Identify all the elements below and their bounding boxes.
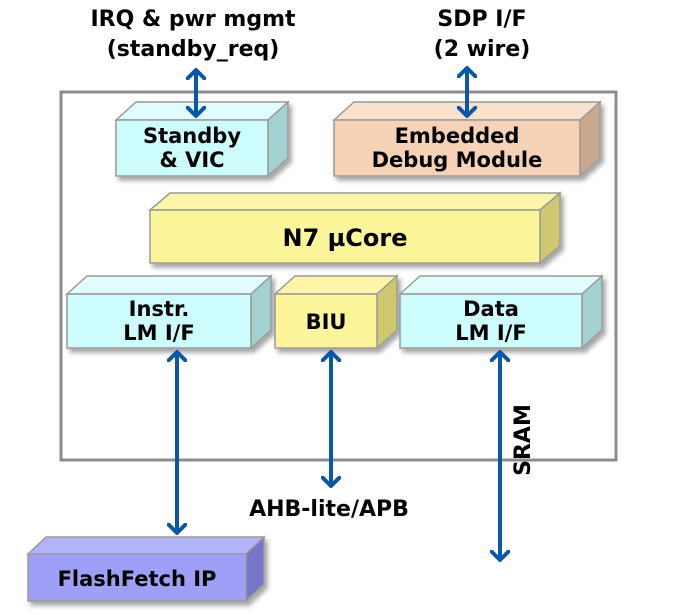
sdp-label-line1: SDP I/F (437, 7, 526, 32)
instr-lm-if-label-line2: LM I/F (123, 321, 194, 345)
ahb-apb-label: AHB-lite/APB (249, 497, 409, 522)
flashfetch-ip-label: FlashFetch IP (58, 567, 217, 591)
n7-ucore-label: N7 µCore (282, 224, 407, 252)
debug-module-label-line2: Debug Module (372, 148, 543, 172)
biu-label: BIU (306, 310, 347, 334)
sdp-label-line2: (2 wire) (434, 37, 531, 62)
standby-vic-label-line1: Standby (143, 124, 241, 148)
n7-ucore-block (147, 191, 563, 265)
biu-block (273, 274, 399, 350)
instr-lm-if-block (65, 274, 273, 350)
irq-label-line2: (standby_req) (107, 37, 280, 62)
data-lm-if-block (398, 274, 604, 350)
instr-lm-if-label-line1: Instr. (129, 297, 190, 321)
debug-module-block (332, 100, 602, 178)
sram-label: SRAM (511, 404, 536, 476)
irq-label-line1: IRQ & pwr mgmt (90, 7, 296, 32)
standby-vic-label-line2: & VIC (159, 148, 224, 172)
debug-module-label-line1: Embedded (395, 124, 520, 148)
data-lm-if-label-line1: Data (463, 297, 519, 321)
data-lm-if-label-line2: LM I/F (455, 321, 526, 345)
flashfetch-ip-block (26, 535, 266, 603)
